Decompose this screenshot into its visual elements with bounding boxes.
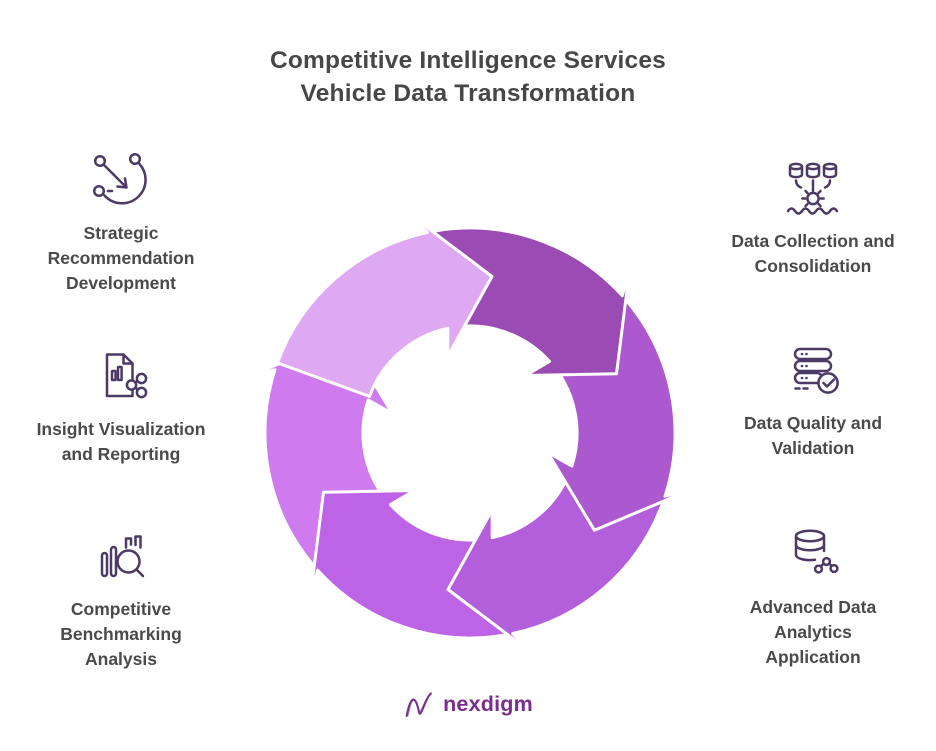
cycle-arrow-bottom-left bbox=[308, 489, 508, 640]
title-line-1: Competitive Intelligence Services bbox=[269, 47, 667, 74]
item-label: Insight Visualization and Reporting bbox=[36, 419, 206, 464]
brand-logo: nexdigm bbox=[0, 684, 936, 724]
cycle-arrow-top-right bbox=[432, 226, 632, 377]
benchmark-search-icon bbox=[15, 524, 227, 588]
title-line-2: Vehicle Data Transformation bbox=[300, 80, 636, 107]
item-label: Strategic Recommendation Development bbox=[47, 223, 195, 293]
item-data-quality-validation: Data Quality and Validation bbox=[707, 338, 919, 461]
item-competitive-benchmarking-analysis: Competitive Benchmarking Analysis bbox=[15, 524, 227, 672]
data-collection-gear-icon bbox=[707, 156, 919, 220]
database-analytics-icon bbox=[707, 522, 919, 586]
item-label: Data Collection and Consolidation bbox=[731, 231, 895, 276]
nexdigm-logo-text: nexdigm bbox=[443, 691, 533, 716]
item-strategic-recommendation-development: Strategic Recommendation Development bbox=[15, 148, 227, 296]
server-check-icon bbox=[707, 338, 919, 402]
strategy-arrow-icon bbox=[15, 148, 227, 212]
cycle-arrow-top-left bbox=[275, 210, 494, 398]
report-share-icon bbox=[15, 344, 227, 408]
item-label: Data Quality and Validation bbox=[743, 413, 883, 458]
item-data-collection-consolidation: Data Collection and Consolidation bbox=[707, 156, 919, 279]
item-insight-visualization-reporting: Insight Visualization and Reporting bbox=[15, 344, 227, 467]
item-label: Competitive Benchmarking Analysis bbox=[60, 599, 182, 669]
cycle-diagram bbox=[245, 210, 695, 656]
page-title: Competitive Intelligence Services Vehicl… bbox=[0, 44, 936, 110]
item-label: Advanced Data Analytics Application bbox=[749, 597, 877, 667]
item-advanced-data-analytics-application: Advanced Data Analytics Application bbox=[707, 522, 919, 670]
nexdigm-logo-mark bbox=[405, 691, 433, 717]
